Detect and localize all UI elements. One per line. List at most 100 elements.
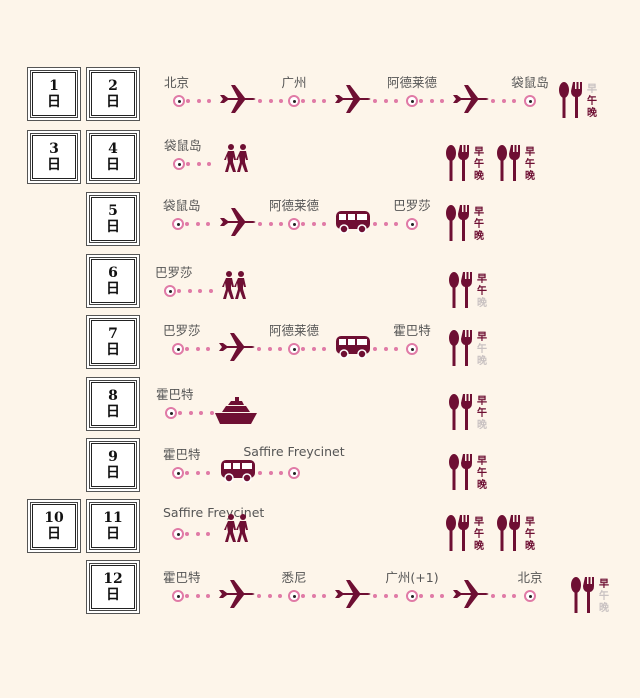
route-dot	[279, 99, 283, 103]
stop-marker	[288, 467, 300, 479]
meal-breakfast: 早	[525, 517, 535, 528]
route-dot	[311, 99, 316, 103]
route-dot	[208, 289, 213, 293]
route-dot	[383, 347, 388, 351]
meal-indicator: 早午晚	[448, 272, 487, 312]
route-dot	[301, 99, 305, 103]
route-dot	[206, 532, 210, 536]
day-number: 10	[44, 510, 64, 526]
route-dot	[383, 99, 388, 103]
day-number: 7	[108, 326, 118, 342]
route-dot	[267, 347, 272, 351]
itinerary-row: 袋鼠岛阿德莱德巴罗莎早午晚	[0, 195, 640, 255]
stop-marker	[172, 218, 184, 230]
meal-lunch: 午	[474, 529, 484, 540]
meal-lunch: 午	[477, 468, 487, 479]
route-dot	[187, 289, 192, 293]
meal-dinner: 晚	[474, 541, 484, 552]
stop-label: 霍巴特	[393, 323, 431, 338]
route-dot	[311, 222, 316, 226]
day-unit: 日	[106, 404, 120, 420]
route-dot	[440, 99, 444, 103]
route-dot	[198, 289, 202, 293]
meal-dinner: 晚	[587, 108, 597, 119]
route-dot	[186, 99, 190, 103]
route-dot	[178, 411, 182, 415]
meal-indicator: 早午晚	[496, 515, 535, 555]
bus-icon	[220, 459, 256, 487]
stop-marker	[172, 467, 184, 479]
stop-label: Saffire Freycinet	[243, 444, 345, 459]
meal-labels: 早午晚	[477, 332, 487, 368]
route-dot	[268, 99, 273, 103]
route-dot	[311, 347, 316, 351]
route-dot	[383, 222, 388, 226]
stop-label: 袋鼠岛	[511, 75, 549, 90]
route-dot	[258, 222, 262, 226]
stop-marker	[406, 590, 418, 602]
utensils-icon	[496, 145, 522, 185]
route-dot	[268, 471, 273, 475]
stop-marker	[172, 590, 184, 602]
meal-breakfast: 早	[474, 517, 484, 528]
itinerary-row: 巴罗莎早午晚	[0, 262, 640, 322]
stop-label: 广州(+1)	[385, 570, 439, 585]
stop-marker	[173, 158, 185, 170]
meal-dinner: 晚	[477, 480, 487, 491]
route-dot	[322, 347, 326, 351]
itinerary-row: 袋鼠岛早午晚早午晚	[0, 135, 640, 195]
day-unit: 日	[106, 219, 120, 235]
route-dot	[429, 594, 434, 598]
route-dot	[491, 594, 495, 598]
route-dot	[207, 162, 211, 166]
stop-marker	[524, 95, 536, 107]
meal-indicator: 早午晚	[448, 454, 487, 494]
route-dot	[322, 222, 326, 226]
route-dot	[373, 594, 377, 598]
meal-indicator: 早午晚	[448, 394, 487, 434]
route-dot	[195, 594, 200, 598]
day-unit: 日	[106, 526, 120, 542]
route-dot	[177, 289, 181, 293]
stop-marker	[288, 343, 300, 355]
route-dot	[278, 347, 282, 351]
route-dot	[419, 594, 423, 598]
route-dot	[419, 99, 423, 103]
utensils-icon	[448, 330, 474, 370]
route-dot	[185, 594, 189, 598]
stop-marker	[524, 590, 536, 602]
stop-marker	[288, 218, 300, 230]
meal-breakfast: 早	[477, 274, 487, 285]
day-number: 6	[108, 265, 118, 281]
stop-label: 袋鼠岛	[163, 198, 201, 213]
route-dot	[195, 347, 200, 351]
plane-icon	[451, 84, 491, 118]
route-dot	[501, 594, 506, 598]
route-dot	[185, 222, 189, 226]
meal-lunch: 午	[525, 159, 535, 170]
meal-lunch: 午	[477, 344, 487, 355]
route-dot	[206, 222, 210, 226]
meal-lunch: 午	[477, 408, 487, 419]
meal-dinner: 晚	[525, 541, 535, 552]
bus-icon	[335, 335, 371, 363]
route-dot	[373, 347, 377, 351]
stop-marker	[165, 407, 177, 419]
route-dot	[267, 594, 272, 598]
utensils-icon	[448, 394, 474, 434]
route-dot	[206, 471, 210, 475]
stop-label: 阿德莱德	[386, 75, 438, 90]
